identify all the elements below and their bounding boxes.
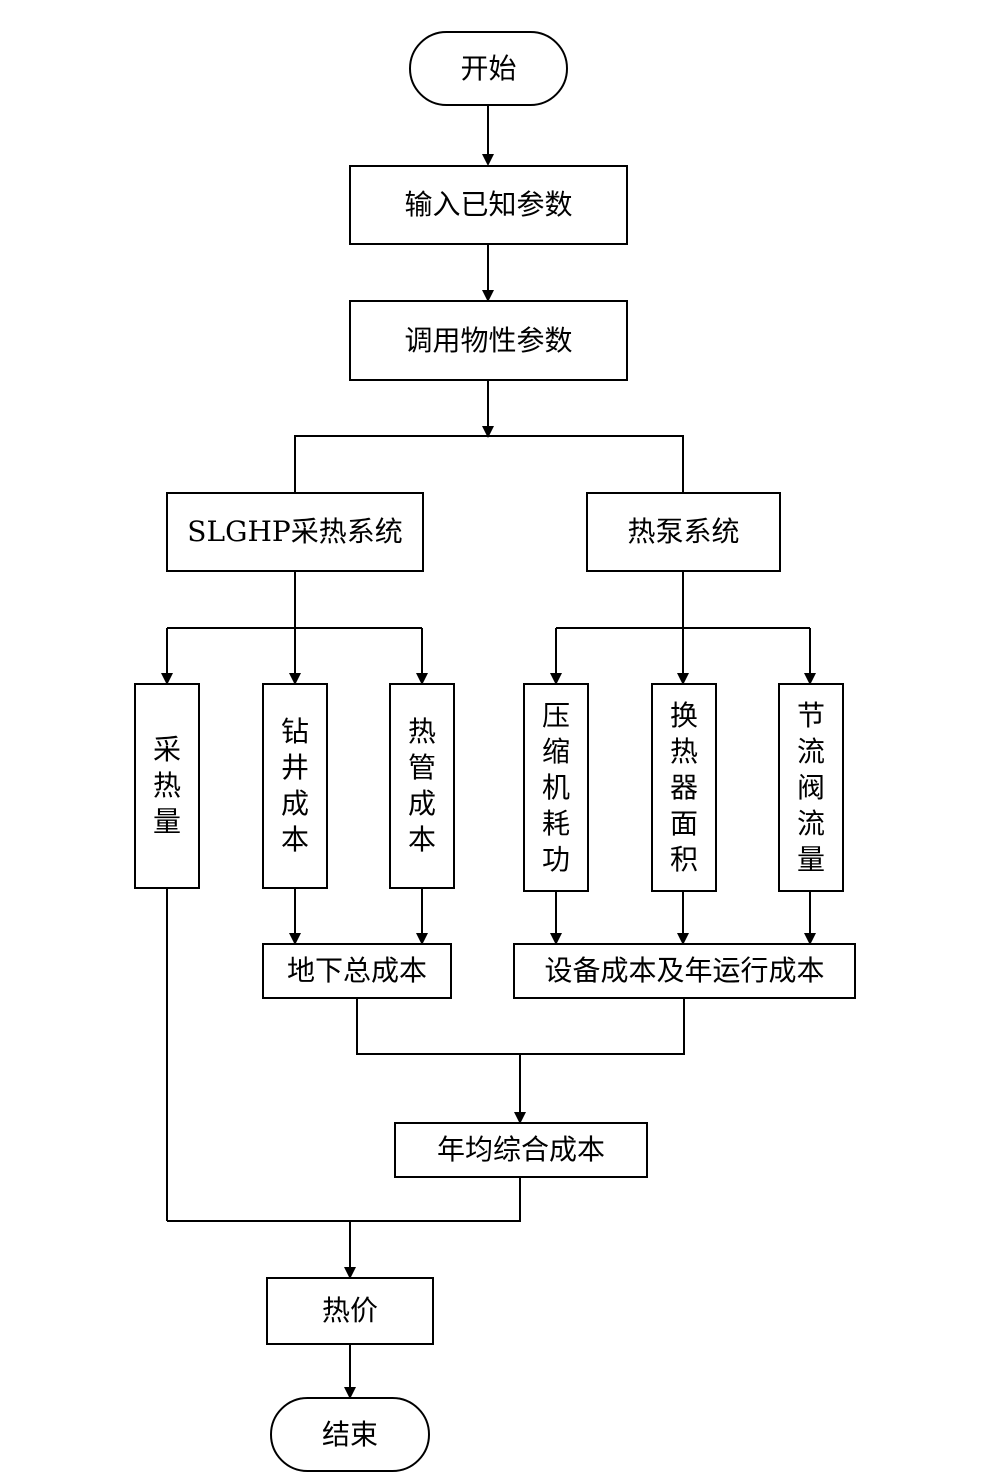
- underground-total-cost-box: 地下总成本: [262, 943, 452, 999]
- slghp-system-label: SLGHP采热系统: [187, 515, 403, 549]
- valve-flow-box: 节流阀流量: [778, 683, 844, 892]
- line-split-systems: [294, 435, 684, 492]
- annual-avg-cost-label: 年均综合成本: [436, 1133, 605, 1167]
- equipment-operation-cost-label: 设备成本及年运行成本: [544, 954, 825, 988]
- start-node: 开始: [409, 31, 568, 106]
- valve-flow-label: 节流阀流量: [796, 698, 825, 876]
- drilling-cost-label: 钻井成本: [280, 715, 309, 856]
- heat-price-label: 热价: [321, 1294, 378, 1328]
- annual-avg-cost-box: 年均综合成本: [394, 1122, 648, 1178]
- input-params-label: 输入已知参数: [404, 188, 573, 222]
- line-annual-avg-down: [167, 1178, 521, 1222]
- heat-pipe-cost-label: 热管成本: [407, 715, 436, 856]
- heat-pump-system-box: 热泵系统: [586, 492, 781, 572]
- heat-pump-system-label: 热泵系统: [627, 515, 740, 549]
- compressor-work-label: 压缩机耗功: [541, 698, 570, 876]
- line-merge-costs: [356, 999, 685, 1055]
- drilling-cost-box: 钻井成本: [262, 683, 328, 889]
- end-node: 结束: [270, 1397, 430, 1472]
- start-label: 开始: [460, 51, 517, 85]
- heat-price-box: 热价: [266, 1277, 434, 1345]
- underground-total-cost-label: 地下总成本: [286, 954, 427, 988]
- compressor-work-box: 压缩机耗功: [523, 683, 589, 892]
- property-params-label: 调用物性参数: [404, 323, 573, 357]
- heat-extraction-box: 采热量: [134, 683, 200, 889]
- exchanger-area-box: 换热器面积: [651, 683, 717, 892]
- property-params-box: 调用物性参数: [349, 300, 628, 381]
- input-params-box: 输入已知参数: [349, 165, 628, 245]
- heat-pipe-cost-box: 热管成本: [389, 683, 455, 889]
- end-label: 结束: [321, 1417, 378, 1451]
- heat-extraction-label: 采热量: [152, 733, 181, 838]
- slghp-system-box: SLGHP采热系统: [166, 492, 424, 572]
- equipment-operation-cost-box: 设备成本及年运行成本: [513, 943, 856, 999]
- exchanger-area-label: 换热器面积: [669, 698, 698, 876]
